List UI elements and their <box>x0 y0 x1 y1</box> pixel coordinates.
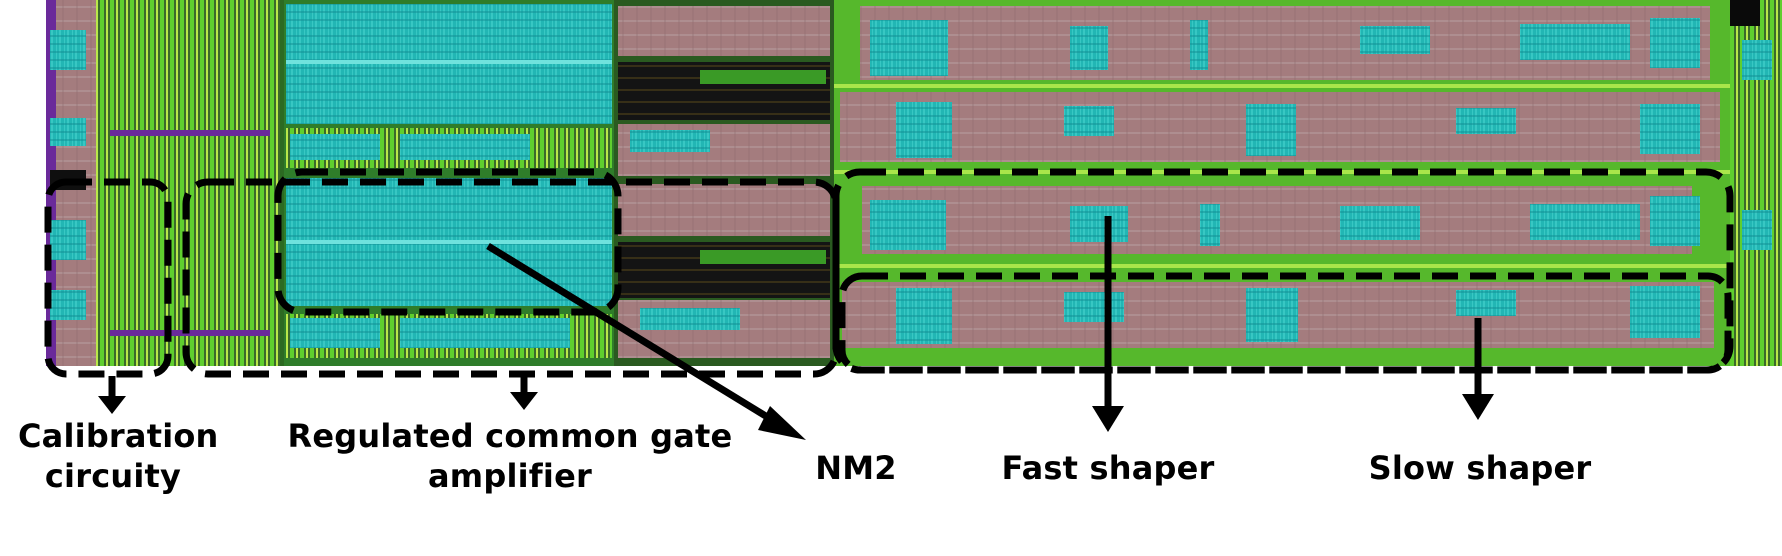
rcga-arrow <box>510 376 538 410</box>
rcga-label: Regulated common gate amplifier <box>287 417 733 495</box>
calibration-arrow <box>98 376 126 414</box>
fast-shaper-label: Fast shaper <box>1001 449 1215 487</box>
shaper-rows-layout <box>834 0 1730 366</box>
nm2-label: NM2 <box>815 449 897 487</box>
calibration-label: Calibration circuity <box>18 417 219 495</box>
slow-shaper-label: Slow shaper <box>1368 449 1592 487</box>
rcga-outline <box>182 178 840 378</box>
nm2-arrow <box>486 243 806 440</box>
chip-layout <box>46 0 1782 366</box>
region-outlines <box>44 168 1734 378</box>
slow-shaper-outline <box>838 272 1732 374</box>
arrows <box>98 216 1494 440</box>
slow-shaper-arrow <box>1462 318 1494 420</box>
calibration-outline <box>44 178 172 378</box>
fast-shaper-arrow <box>1092 216 1124 432</box>
